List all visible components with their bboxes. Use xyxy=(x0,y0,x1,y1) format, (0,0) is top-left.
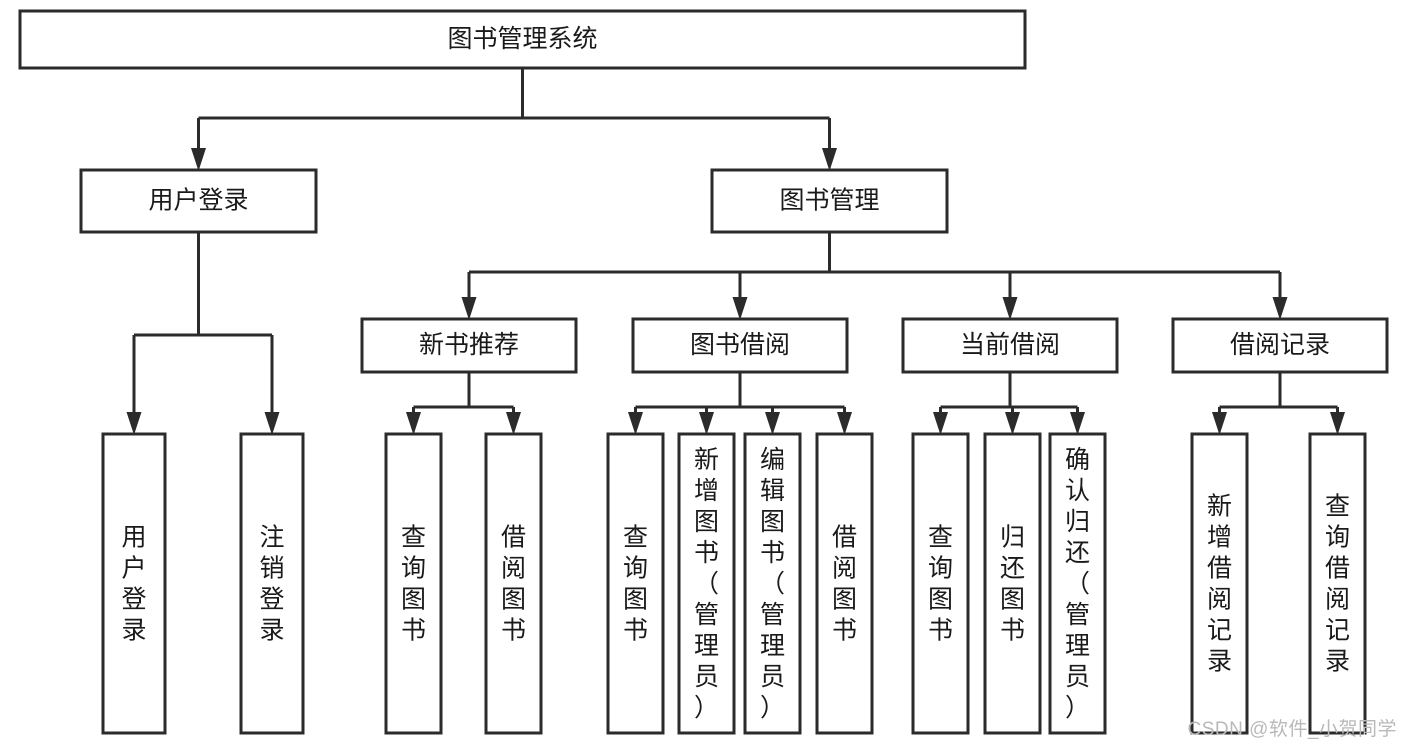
node-leaf-rec-query[interactable]: 查询图书 xyxy=(384,432,443,735)
connector-group xyxy=(406,372,521,435)
node-box xyxy=(677,432,736,735)
node-label: 归还图书 xyxy=(1000,524,1025,645)
node-leaf-cb-return[interactable]: 归还图书 xyxy=(983,432,1042,735)
node-label: 注销登录 xyxy=(259,524,284,645)
node-box xyxy=(901,317,1119,374)
node-leaf-user-logout[interactable]: 注销登录 xyxy=(239,432,305,735)
node-leaf-cb-query[interactable]: 查询图书 xyxy=(911,432,970,735)
watermark-label: CSDN @软件_小贺同学 xyxy=(1187,719,1397,740)
node-leaf-bb-edit[interactable]: 编辑图书（管理员） xyxy=(743,432,802,735)
arrow-head-icon xyxy=(837,412,852,435)
node-label: 查询图书 xyxy=(623,524,648,645)
node-label: 图书管理系统 xyxy=(447,25,597,53)
node-box xyxy=(710,168,949,234)
node-user-login[interactable]: 用户登录 xyxy=(79,168,318,234)
arrow-head-icon xyxy=(1272,297,1288,320)
node-label: 图书管理 xyxy=(779,187,879,215)
arrow-head-icon xyxy=(822,148,837,171)
connector-group xyxy=(126,232,280,435)
node-label: 用户登录 xyxy=(148,187,248,215)
arrow-head-icon xyxy=(1330,412,1345,435)
arrow-head-icon xyxy=(933,412,948,435)
node-label: 查询借阅记录 xyxy=(1325,493,1350,676)
node-leaf-br-query[interactable]: 查询借阅记录 xyxy=(1308,432,1367,735)
node-leaf-bb-query[interactable]: 查询图书 xyxy=(606,432,665,735)
arrow-head-icon xyxy=(191,148,206,171)
node-leaf-rec-borrow[interactable]: 借阅图书 xyxy=(484,432,543,735)
arrow-head-icon xyxy=(1212,412,1227,435)
node-label: 借阅记录 xyxy=(1230,331,1330,359)
arrow-head-icon xyxy=(1005,412,1020,435)
arrow-head-icon xyxy=(1002,297,1018,320)
node-label: 查询图书 xyxy=(928,524,953,645)
node-box xyxy=(1308,432,1367,735)
node-box xyxy=(743,432,802,735)
node-label: 查询图书 xyxy=(401,524,426,645)
node-label: 图书借阅 xyxy=(690,331,790,359)
node-label: 用户登录 xyxy=(121,524,146,645)
node-leaf-bb-add[interactable]: 新增图书（管理员） xyxy=(677,432,736,735)
node-label: 新增借阅记录 xyxy=(1207,493,1232,676)
node-box xyxy=(1190,432,1249,735)
node-box xyxy=(79,168,318,234)
node-box xyxy=(1048,432,1107,735)
arrow-head-icon xyxy=(1070,412,1085,435)
node-leaf-user-login[interactable]: 用户登录 xyxy=(101,432,167,735)
node-label: 新书推荐 xyxy=(419,331,519,359)
arrow-head-icon xyxy=(406,412,421,435)
arrow-head-icon xyxy=(732,297,748,320)
node-layer: 图书管理系统用户登录图书管理新书推荐图书借阅当前借阅借阅记录用户登录注销登录查询… xyxy=(18,9,1389,735)
node-book-manage[interactable]: 图书管理 xyxy=(710,168,949,234)
node-leaf-bb-borrow[interactable]: 借阅图书 xyxy=(815,432,874,735)
node-box xyxy=(983,432,1042,735)
connector-group xyxy=(461,232,1288,320)
connector-group xyxy=(933,372,1085,435)
connector-group xyxy=(191,68,837,171)
connector-layer xyxy=(126,68,1345,435)
arrow-head-icon xyxy=(506,412,521,435)
node-borrow-record[interactable]: 借阅记录 xyxy=(1171,317,1389,374)
node-new-book-rec[interactable]: 新书推荐 xyxy=(360,317,578,374)
node-leaf-cb-confirm[interactable]: 确认归还（管理员） xyxy=(1048,432,1107,735)
arrow-head-icon xyxy=(765,412,780,435)
node-box xyxy=(631,317,849,374)
node-book-borrow[interactable]: 图书借阅 xyxy=(631,317,849,374)
connector-group xyxy=(1212,372,1345,435)
node-box xyxy=(1171,317,1389,374)
node-label: 确认归还（管理员） xyxy=(1065,446,1090,722)
arrow-head-icon xyxy=(628,412,643,435)
node-box xyxy=(484,432,543,735)
node-box xyxy=(815,432,874,735)
node-label: 借阅图书 xyxy=(501,524,526,645)
connector-group xyxy=(628,372,852,435)
node-box xyxy=(360,317,578,374)
node-root[interactable]: 图书管理系统 xyxy=(18,9,1027,70)
arrow-head-icon xyxy=(699,412,714,435)
node-current-borrow[interactable]: 当前借阅 xyxy=(901,317,1119,374)
node-box xyxy=(18,9,1027,70)
node-box xyxy=(384,432,443,735)
node-label: 借阅图书 xyxy=(832,524,857,645)
node-box xyxy=(101,432,167,735)
arrow-head-icon xyxy=(264,412,280,435)
node-box xyxy=(239,432,305,735)
node-label: 当前借阅 xyxy=(960,331,1060,359)
arrow-head-icon xyxy=(126,412,142,435)
node-label: 新增图书（管理员） xyxy=(694,446,719,722)
node-box xyxy=(911,432,970,735)
node-label: 编辑图书（管理员） xyxy=(760,446,785,722)
node-box xyxy=(606,432,665,735)
node-leaf-br-add[interactable]: 新增借阅记录 xyxy=(1190,432,1249,735)
arrow-head-icon xyxy=(461,297,477,320)
